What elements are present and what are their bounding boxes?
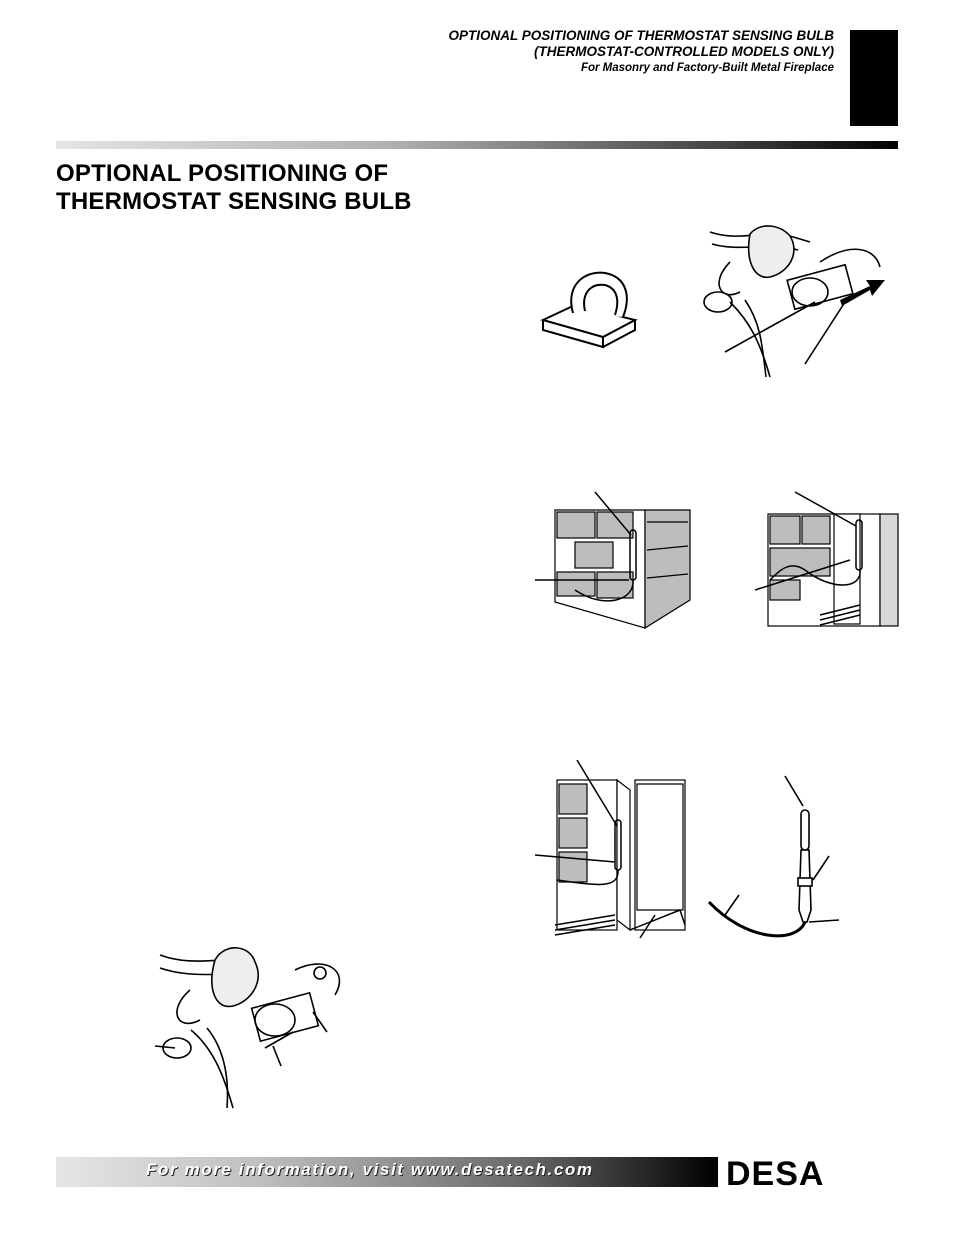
desa-logo: DESA (726, 1156, 824, 1188)
page-title-line-2: THERMOSTAT SENSING BULB (56, 188, 412, 215)
page-title: OPTIONAL POSITIONING OF THERMOSTAT SENSI… (56, 160, 412, 216)
desa-logo-text: DESA (726, 1156, 824, 1188)
header-line-2: (THERMOSTAT-CONTROLLED MODELS ONLY) (534, 44, 834, 59)
footer-bar (56, 1157, 718, 1187)
brick-corner-figure (535, 491, 691, 630)
section-tab (850, 30, 898, 126)
header-rule (56, 141, 898, 149)
burner-bulb-figure (703, 225, 885, 378)
retaining-clip-figure (540, 271, 638, 349)
metal-edge-figure (754, 491, 899, 627)
footer-website-link[interactable]: For more information, visit www.desatech… (146, 1160, 594, 1179)
burner-clip-figure (155, 947, 341, 1109)
page-title-line-1: OPTIONAL POSITIONING OF (56, 160, 389, 187)
glass-door-figure (535, 760, 686, 939)
header-line-1: OPTIONAL POSITIONING OF THERMOSTAT SENSI… (448, 28, 834, 43)
sensing-bulb-figure (707, 775, 840, 938)
header-line-3: For Masonry and Factory-Built Metal Fire… (580, 62, 834, 74)
